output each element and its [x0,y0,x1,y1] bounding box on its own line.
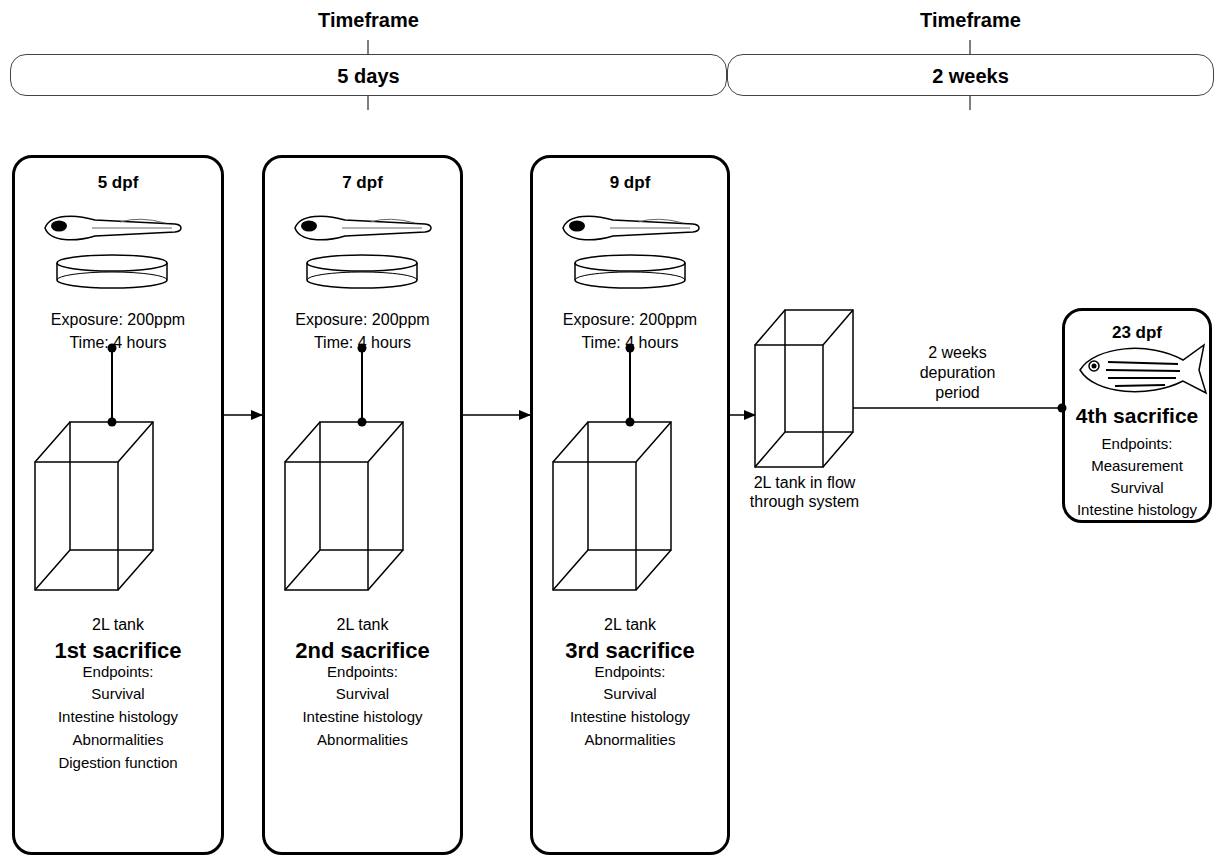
duration-label: 2 weeks [727,64,1214,88]
box-illustration [553,216,699,590]
box-text: 2L tank [533,615,727,634]
box-text: Time: 4 hours [15,333,221,352]
box-text: Exposure: 200ppm [533,310,727,329]
brace-tick [368,40,970,110]
box-text: Abnormalities [15,731,221,749]
box-text: Endpoints: [15,663,221,681]
timeframe-heading: Timeframe [10,8,727,32]
box-text: Abnormalities [533,731,727,749]
box-illustration [285,216,431,590]
age-label: 9 dpf [533,173,727,193]
box-text: 2nd sacrifice [265,638,460,664]
box-text: 2L tank [15,615,221,634]
box-text: Survival [533,685,727,703]
box-text: Survival [15,685,221,703]
connector-arrow [224,414,262,416]
age-label: 7 dpf [265,173,460,193]
timeframe-band: Timeframe 5 days [10,6,727,100]
box-text: Endpoints: [1065,435,1209,453]
sacrifice-box: 7 dpfExposure: 200ppmTime: 4 hours 2L tan… [262,155,463,855]
box-text: Time: 4 hours [533,333,727,352]
tank-label: 2L tank in flow through system [732,473,877,511]
timeframe-heading: Timeframe [727,8,1214,32]
duration-label: 5 days [10,64,727,88]
timeframe-band: Timeframe 2 weeks [727,6,1214,100]
connector-arrow [463,414,530,416]
sacrifice-box: 9 dpfExposure: 200ppmTime: 4 hours 2L tan… [530,155,730,855]
box-text: Digestion function [15,754,221,772]
age-label: 23 dpf [1065,323,1209,343]
edge-label: 2 weeks depuration period [901,343,1015,403]
box-text: Intestine histology [265,708,460,726]
sacrifice-box: 23 dpf 4th sacrificeEndpoints: Measurement… [1062,308,1212,523]
age-label: 5 dpf [15,173,221,193]
box-text: Time: 4 hours [265,333,460,352]
box-text: 3rd sacrifice [533,638,727,664]
box-text: Exposure: 200ppm [265,310,460,329]
box-text: Intestine histology [533,708,727,726]
box-text: Exposure: 200ppm [15,310,221,329]
box-text: Intestine histology [1065,501,1209,519]
box-text: Abnormalities [265,731,460,749]
connector-arrow [853,407,1062,409]
tank-cube [755,310,853,467]
box-text: Endpoints: [533,663,727,681]
connector-arrow [730,414,755,416]
box-text: Endpoints: [265,663,460,681]
box-text: Survival [1065,479,1209,497]
adult-fish [1080,345,1206,393]
box-text: 2L tank [265,615,460,634]
box-text: Intestine histology [15,708,221,726]
flow-through-tank: 2L tank in flow through system [755,308,853,523]
box-text: Survival [265,685,460,703]
box-text: Measurement [1065,457,1209,475]
sacrifice-box: 5 dpfExposure: 200ppmTime: 4 hours 2L tan… [12,155,224,855]
box-text: 4th sacrifice [1065,403,1209,428]
box-text: 1st sacrifice [15,638,221,664]
box-illustration [35,216,181,590]
